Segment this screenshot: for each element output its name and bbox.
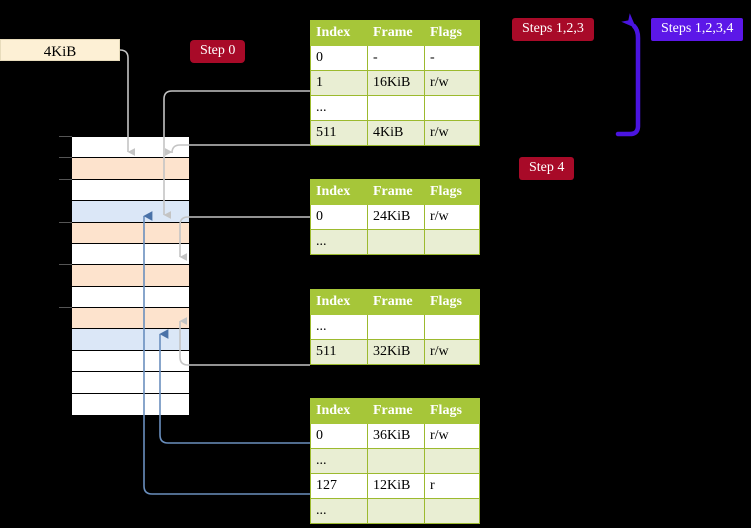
memory-tick-mark [59, 307, 72, 309]
wire-pdpt-to-mem [179, 216, 310, 261]
cell-flags [424, 95, 480, 121]
column-header-flags: Flags [424, 179, 480, 205]
cell-flags: - [424, 45, 480, 71]
table-row: 0-- [310, 45, 480, 71]
cell-frame: 32KiB [367, 339, 425, 365]
wire-pd-to-mem [179, 317, 310, 366]
wire-mem-to-pml4-entry [165, 144, 310, 156]
cell-frame [367, 498, 425, 524]
cell-frame [367, 314, 425, 340]
cell-index: ... [310, 314, 368, 340]
bracket-arrow-up-icon [615, 13, 641, 137]
badge-steps-1234: Steps 1,2,3,4 [651, 18, 744, 41]
table-row: ... [310, 95, 480, 121]
cell-index: ... [310, 229, 368, 255]
table-row: ... [310, 448, 480, 474]
memory-frame-orange [72, 265, 189, 287]
column-header-frame: Frame [367, 289, 425, 315]
memory-frame-orange [72, 158, 189, 180]
cell-flags [424, 314, 480, 340]
memory-tick-mark [59, 157, 72, 159]
column-header-flags: Flags [424, 20, 480, 46]
cell-index: 127 [310, 473, 368, 499]
memory-tick-mark [59, 221, 72, 223]
cell-flags: r/w [424, 70, 480, 96]
column-header-flags: Flags [424, 398, 480, 424]
column-header-frame: Frame [367, 398, 425, 424]
column-header-index: Index [310, 179, 368, 205]
column-header-flags: Flags [424, 289, 480, 315]
cell-index: 511 [310, 120, 368, 146]
cell-flags [424, 448, 480, 474]
cell-frame: 16KiB [367, 70, 425, 96]
column-header-index: Index [310, 398, 368, 424]
memory-tick-mark [59, 136, 72, 137]
physical-memory-column [71, 136, 190, 415]
mem-label-4kib: 4KiB [0, 39, 120, 61]
cell-frame: - [367, 45, 425, 71]
memory-tick-mark [59, 178, 72, 180]
cell-flags [424, 229, 480, 255]
cell-frame: 24KiB [367, 204, 425, 230]
column-header-frame: Frame [367, 179, 425, 205]
cell-frame [367, 95, 425, 121]
cell-index: ... [310, 498, 368, 524]
column-header-index: Index [310, 289, 368, 315]
cell-index: 0 [310, 423, 368, 449]
column-header-frame: Frame [367, 20, 425, 46]
cell-frame: 4KiB [367, 120, 425, 146]
cell-flags: r/w [424, 120, 480, 146]
cell-flags: r/w [424, 204, 480, 230]
memory-frame-white [72, 372, 189, 394]
cell-index: 1 [310, 70, 368, 96]
cell-index: 0 [310, 45, 368, 71]
cell-frame: 12KiB [367, 473, 425, 499]
cell-flags [424, 498, 480, 524]
cell-index: 511 [310, 339, 368, 365]
memory-frame-orange [72, 308, 189, 330]
memory-frame-orange [72, 222, 189, 244]
badge-steps-123: Steps 1,2,3 [512, 18, 594, 41]
memory-frame-white [72, 350, 189, 373]
cell-index: ... [310, 448, 368, 474]
cell-frame: 36KiB [367, 423, 425, 449]
cell-flags: r/w [424, 339, 480, 365]
cell-index: 0 [310, 204, 368, 230]
memory-frame-white [72, 179, 189, 202]
memory-frame-blue [72, 201, 189, 223]
cell-flags: r [424, 473, 480, 499]
cell-frame [367, 448, 425, 474]
memory-frame-white [72, 137, 189, 159]
memory-frame-white [72, 286, 189, 309]
table-row: ... [310, 314, 480, 340]
table-row: ... [310, 498, 480, 524]
cell-frame [367, 229, 425, 255]
memory-frame-white [72, 243, 189, 266]
cell-flags: r/w [424, 423, 480, 449]
memory-frame-blue [72, 329, 189, 351]
cell-index: ... [310, 95, 368, 121]
column-header-index: Index [310, 20, 368, 46]
table-row: ... [310, 229, 480, 255]
memory-tick-mark [59, 264, 72, 266]
memory-frame-white [72, 393, 189, 415]
badge-step-0: Step 0 [190, 40, 246, 63]
badge-step-4: Step 4 [519, 157, 575, 180]
